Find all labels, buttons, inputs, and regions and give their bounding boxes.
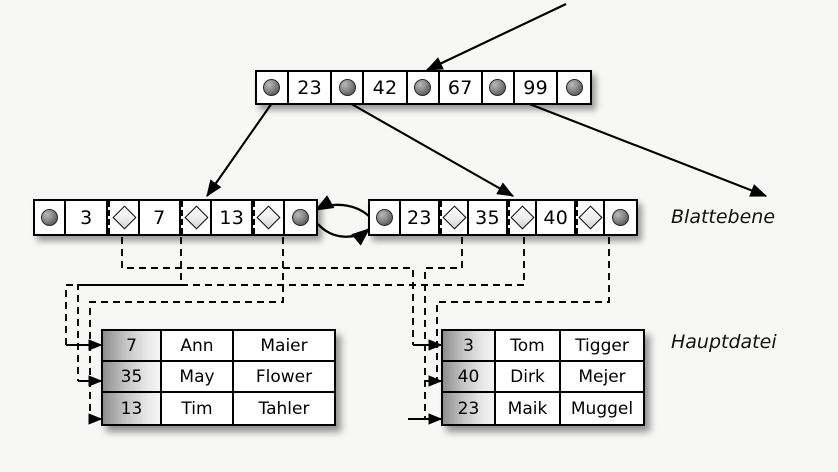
pointer-dot-icon — [565, 79, 583, 96]
pointer-dot-icon — [489, 79, 507, 96]
diamond-pointer-icon — [256, 205, 281, 230]
incoming-root-arrow — [425, 3, 567, 71]
pointer-cell[interactable] — [407, 72, 440, 103]
key-cell[interactable]: 3 — [66, 201, 109, 234]
row-data-cell: Mejer — [578, 366, 626, 387]
record-pointer-cell[interactable] — [108, 201, 140, 234]
row-data-cell: Tim — [162, 393, 234, 424]
caption-main-file: Hauptdatei — [671, 331, 777, 353]
record-pointer-cell[interactable] — [508, 201, 538, 234]
key-cell[interactable]: 42 — [364, 72, 408, 103]
key-cell[interactable]: 13 — [212, 201, 254, 234]
pointer-dot-icon — [612, 209, 630, 226]
row-data-cell: Ann — [162, 331, 234, 360]
pointer-dot-icon — [291, 209, 309, 226]
row-data-cell: Tahler — [258, 398, 310, 419]
row-data-cell: Tom — [496, 331, 561, 360]
index-node[interactable]: 23 42 67 99 — [255, 70, 592, 105]
record-pointer-cell[interactable] — [253, 201, 285, 234]
diamond-pointer-icon — [184, 205, 209, 230]
row-key-cell: 3 — [443, 331, 496, 360]
root-to-subtree-arrow — [513, 97, 768, 197]
row-key-cell: 35 — [103, 362, 162, 391]
pointer-dot-icon — [263, 79, 281, 96]
root-to-right-leaf-arrow — [347, 101, 515, 197]
row-key-cell: 7 — [103, 331, 162, 360]
key-cell[interactable]: 7 — [139, 201, 181, 234]
leaf-chain-arrow-forward — [317, 223, 371, 246]
pointer-cell[interactable] — [558, 72, 591, 103]
row-data-cell: Maier — [260, 335, 308, 356]
pointer-cell[interactable] — [257, 72, 289, 103]
record-pointer-cell[interactable] — [180, 201, 213, 234]
leaf-chain-arrow-backward — [314, 195, 373, 220]
pointer-dot-icon — [338, 79, 356, 96]
key-cell[interactable]: 23 — [400, 201, 440, 234]
row-data-cell: Tigger — [575, 335, 629, 356]
leaf-node-right[interactable]: 23 35 40 — [368, 199, 638, 236]
caption-leaf-level: Blattebene — [671, 206, 776, 228]
row-data-cell: Flower — [255, 366, 313, 387]
pointer-dot-icon — [375, 209, 393, 226]
row-data-cell: Maik — [496, 393, 561, 424]
record-pointer-cell[interactable] — [576, 201, 606, 234]
diamond-pointer-icon — [578, 205, 603, 230]
diamond-pointer-icon — [510, 205, 535, 230]
row-key-cell: 40 — [443, 362, 496, 391]
row-data-cell: May — [162, 362, 234, 391]
diamond-pointer-icon — [442, 205, 467, 230]
key-cell[interactable]: 35 — [468, 201, 509, 234]
row-data-cell: Dirk — [496, 362, 561, 391]
key-cell[interactable]: 67 — [439, 72, 483, 103]
key-cell[interactable]: 40 — [537, 201, 577, 234]
row-data-cell: Muggel — [570, 398, 634, 419]
pointer-cell[interactable] — [284, 201, 316, 234]
pointer-cell[interactable] — [605, 201, 636, 234]
key-cell[interactable]: 99 — [514, 72, 559, 103]
key-cell[interactable]: 23 — [288, 72, 333, 103]
pointer-dot-icon — [414, 79, 432, 96]
pointer-cell[interactable] — [35, 201, 67, 234]
row-key-cell: 23 — [443, 393, 496, 424]
pointer-cell[interactable] — [332, 72, 365, 103]
record-pointer-cell[interactable] — [439, 201, 469, 234]
pointer-cell[interactable] — [370, 201, 401, 234]
root-to-left-leaf-arrow — [206, 102, 273, 198]
row-key-cell: 13 — [103, 393, 162, 424]
pointer-cell[interactable] — [482, 72, 515, 103]
diamond-pointer-icon — [112, 205, 137, 230]
pointer-dot-icon — [41, 209, 59, 226]
